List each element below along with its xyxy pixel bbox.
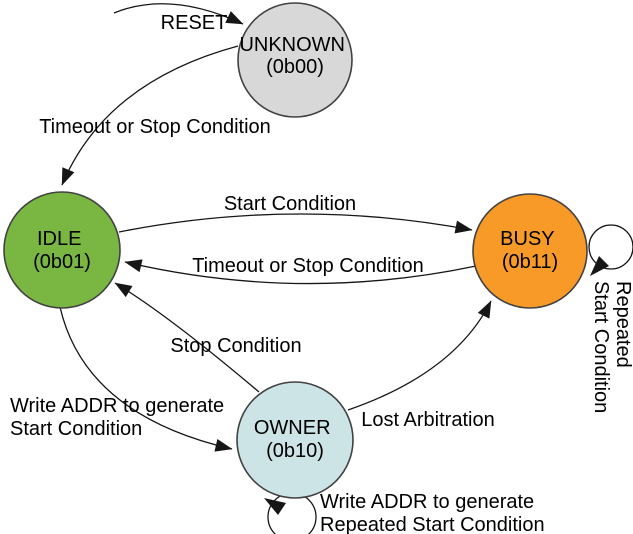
transition-idle-to-owner-arrow bbox=[59, 306, 233, 452]
transition-owner-self-label: Write ADDR to generate Repeated Start Co… bbox=[320, 491, 545, 534]
transition-owner-self-loop bbox=[267, 492, 317, 534]
owner-self-arrowhead-icon bbox=[264, 498, 286, 515]
transition-labels: RESET Timeout or Stop Condition Start Co… bbox=[10, 12, 633, 534]
state-idle-code: (0b01) bbox=[33, 251, 91, 273]
transition-reset-arrow bbox=[113, 3, 244, 25]
transition-owner-to-busy-label: Lost Arbitration bbox=[361, 409, 494, 431]
transition-idle-to-busy-label: Start Condition bbox=[224, 193, 356, 215]
state-idle-label: IDLE (0b01) bbox=[33, 228, 91, 273]
idle-to-owner-label-line2: Start Condition bbox=[10, 418, 142, 440]
transition-busy-self-label: Repeated Start Condition bbox=[590, 281, 633, 413]
owner-self-label-line1: Write ADDR to generate bbox=[320, 491, 534, 513]
busy-self-label-line1: Repeated bbox=[612, 281, 633, 368]
idle-to-owner-label-line1: Write ADDR to generate bbox=[10, 395, 224, 417]
transition-reset-label: RESET bbox=[161, 12, 228, 34]
transition-owner-to-idle-label: Stop Condition bbox=[170, 335, 301, 357]
state-busy-label: BUSY (0b11) bbox=[500, 228, 560, 273]
state-idle-circle bbox=[3, 191, 121, 309]
transition-idle-to-owner-label: Write ADDR to generate Start Condition bbox=[10, 395, 230, 440]
state-busy-code: (0b11) bbox=[502, 251, 558, 273]
states: UNKNOWN (0b00) IDLE (0b01) BUSY (0b11) O… bbox=[3, 2, 588, 499]
state-owner: OWNER (0b10) bbox=[236, 381, 354, 499]
transition-busy-self-loop bbox=[588, 224, 633, 270]
transition-idle-to-busy-arrow bbox=[118, 213, 473, 234]
state-owner-code: (0b10) bbox=[266, 440, 324, 462]
state-unknown-label: UNKNOWN (0b00) bbox=[239, 34, 350, 78]
transition-owner-to-busy-arrow bbox=[347, 300, 492, 411]
state-unknown-circle bbox=[237, 2, 353, 118]
state-unknown-name: UNKNOWN bbox=[239, 34, 345, 56]
state-busy: BUSY (0b11) bbox=[472, 193, 588, 309]
state-idle-name: IDLE bbox=[37, 228, 81, 250]
busy-self-arrowhead-icon bbox=[590, 256, 609, 276]
transition-busy-to-idle-label: Timeout or Stop Condition bbox=[192, 255, 424, 277]
state-owner-name: OWNER bbox=[254, 417, 331, 439]
state-idle: IDLE (0b01) bbox=[3, 191, 121, 309]
transitions bbox=[59, 3, 633, 534]
transition-owner-to-idle-arrow bbox=[114, 282, 260, 393]
state-unknown-code: (0b00) bbox=[266, 56, 324, 78]
transition-busy-to-idle-arrow bbox=[124, 259, 477, 285]
state-owner-label: OWNER (0b10) bbox=[254, 417, 336, 462]
state-owner-circle bbox=[236, 381, 354, 499]
transition-unknown-to-idle-arrow bbox=[61, 45, 239, 186]
busy-self-label-line2: Start Condition bbox=[590, 281, 612, 413]
state-busy-name: BUSY bbox=[500, 228, 554, 250]
state-busy-circle bbox=[472, 193, 588, 309]
state-unknown: UNKNOWN (0b00) bbox=[237, 2, 353, 118]
owner-self-label-line2: Repeated Start Condition bbox=[320, 514, 545, 534]
transition-unknown-to-idle-label: Timeout or Stop Condition bbox=[39, 116, 271, 138]
